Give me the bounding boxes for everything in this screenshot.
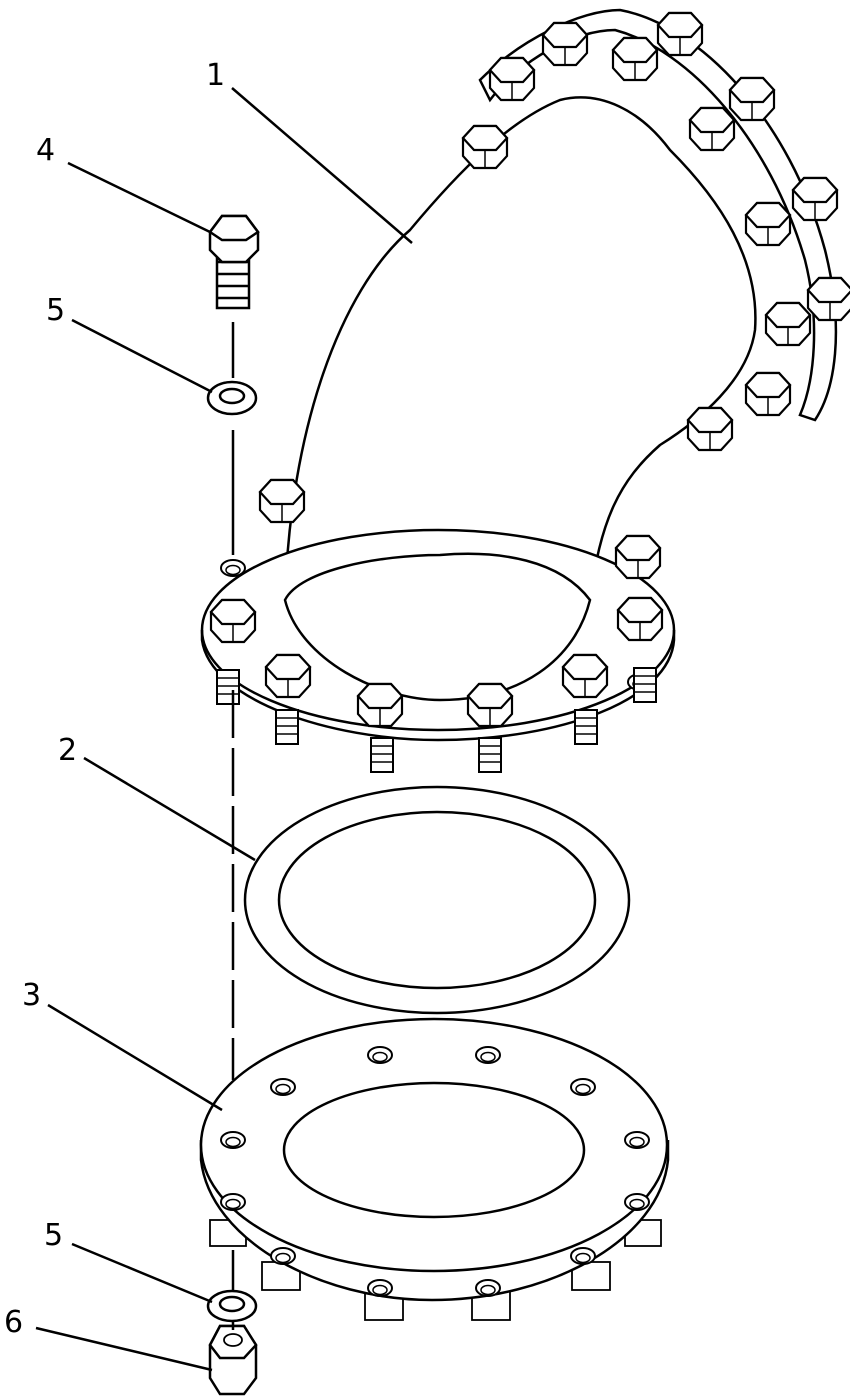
bolt-part-4 — [208, 214, 260, 310]
washer-part-5-bottom — [206, 1289, 258, 1323]
callout-4: 4 — [36, 133, 55, 168]
callout-2: 2 — [58, 733, 77, 768]
callout-5-top: 5 — [46, 293, 65, 328]
callout-5-bottom: 5 — [44, 1218, 63, 1253]
leader-lines — [35, 87, 413, 1372]
callout-1: 1 — [206, 58, 225, 93]
callout-6: 6 — [4, 1305, 23, 1340]
companion-flange-part-3 — [199, 1017, 670, 1321]
callout-numbers: 1 2 3 4 5 5 6 — [4, 58, 225, 1340]
nut-part-6 — [208, 1324, 258, 1396]
elbow-pipe-part-1 — [200, 8, 850, 773]
gasket-part-2 — [243, 785, 631, 1015]
callout-3: 3 — [22, 978, 41, 1013]
washer-part-5-top — [206, 380, 258, 416]
